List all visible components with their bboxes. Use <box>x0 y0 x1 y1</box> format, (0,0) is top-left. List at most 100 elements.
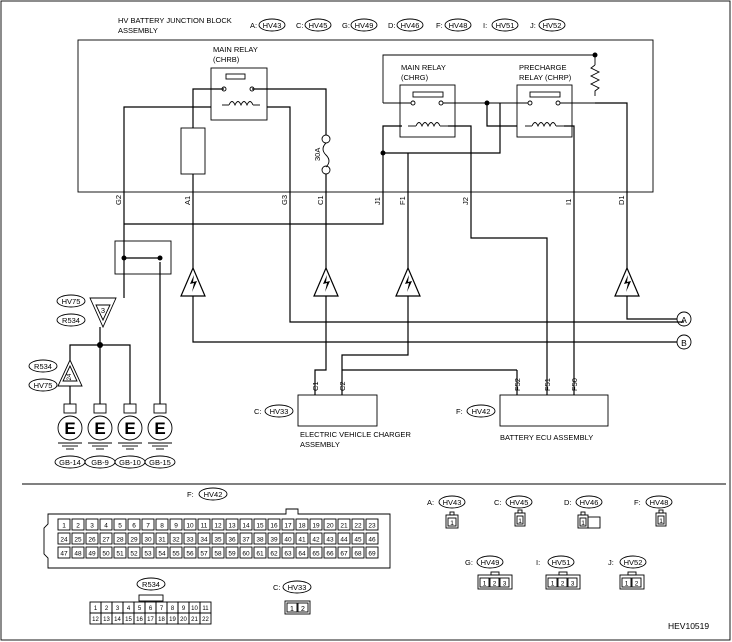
pin-d1: D1 <box>617 195 626 205</box>
svg-text:3: 3 <box>90 523 94 530</box>
svg-text:27: 27 <box>102 537 110 544</box>
f42-letter: F: <box>187 490 194 499</box>
svg-text:37: 37 <box>242 537 250 544</box>
svg-text:J:: J: <box>530 21 536 30</box>
hv-warning-icon <box>313 266 339 297</box>
block-title-line2: ASSEMBLY <box>118 26 158 35</box>
svg-text:E: E <box>64 419 75 438</box>
svg-text:40: 40 <box>284 537 292 544</box>
svg-text:J:: J: <box>608 558 614 567</box>
svg-text:67: 67 <box>340 551 348 558</box>
svg-text:R534: R534 <box>34 362 52 371</box>
svg-text:26: 26 <box>88 537 96 544</box>
chrp-coil <box>531 122 557 128</box>
svg-text:11: 11 <box>201 523 208 530</box>
svg-text:52: 52 <box>130 551 138 558</box>
ecu-conn-letter: F: <box>456 407 463 416</box>
svg-text:2: 2 <box>301 606 305 613</box>
svg-text:C:: C: <box>296 21 304 30</box>
svg-text:31: 31 <box>158 537 166 544</box>
svg-text:43: 43 <box>326 537 334 544</box>
chrp-label-2: RELAY (CHRP) <box>519 73 572 82</box>
charger-name-2: ASSEMBLY <box>300 440 340 449</box>
svg-text:18: 18 <box>298 523 306 530</box>
svg-text:E: E <box>124 419 135 438</box>
ecu-pin-f51: F51 <box>543 378 552 391</box>
svg-text:3: 3 <box>503 581 507 588</box>
svg-text:1: 1 <box>551 581 555 588</box>
svg-text:17: 17 <box>284 523 292 530</box>
svg-text:HV49: HV49 <box>481 558 500 567</box>
svg-text:G:: G: <box>342 21 350 30</box>
svg-text:48: 48 <box>74 551 82 558</box>
svg-text:58: 58 <box>214 551 222 558</box>
pin-i1: I1 <box>564 199 573 205</box>
fuse <box>322 142 330 168</box>
resistor-a1 <box>180 127 206 175</box>
hv-warning-icons <box>180 266 640 297</box>
svg-text:6: 6 <box>132 523 136 530</box>
pin-g3: G3 <box>280 195 289 205</box>
pin-a1: A1 <box>183 196 192 205</box>
hv-warning-icon <box>180 266 206 297</box>
chrg-coil <box>415 122 441 128</box>
svg-text:7: 7 <box>146 523 150 530</box>
svg-text:3: 3 <box>571 581 575 588</box>
svg-text:1: 1 <box>483 581 487 588</box>
ref-b: B <box>681 338 687 348</box>
svg-text:20: 20 <box>180 617 187 623</box>
svg-text:6: 6 <box>149 606 153 612</box>
svg-text:22: 22 <box>202 617 209 623</box>
svg-text:HV48: HV48 <box>449 21 468 30</box>
pin-c1: C1 <box>316 195 325 205</box>
svg-text:HV51: HV51 <box>552 558 571 567</box>
svg-text:66: 66 <box>326 551 334 558</box>
svg-text:62: 62 <box>270 551 278 558</box>
svg-text:E: E <box>154 419 165 438</box>
pin-g2: G2 <box>114 195 123 205</box>
fuse-terminal-top <box>321 134 331 144</box>
chrb-label-1: MAIN RELAY <box>213 45 258 54</box>
svg-text:20: 20 <box>326 523 334 530</box>
ground-connector-top: HV75 R534 3 <box>56 294 117 329</box>
block-connector-hv46: D:HV46 <box>388 18 424 32</box>
svg-text:A:: A: <box>427 498 434 507</box>
charger-pin-c2: C2 <box>338 381 347 391</box>
charger-pin-c1: C1 <box>311 381 320 391</box>
svg-text:1: 1 <box>290 606 294 613</box>
main-relay-chrb <box>210 67 268 121</box>
svg-text:I:: I: <box>536 558 540 567</box>
ecu-box <box>499 394 609 427</box>
svg-text:F:: F: <box>634 498 641 507</box>
chrg-label-2: (CHRG) <box>401 73 429 82</box>
svg-text:11: 11 <box>202 606 209 612</box>
svg-text:32: 32 <box>172 537 180 544</box>
svg-text:17: 17 <box>147 617 154 623</box>
svg-text:10: 10 <box>186 523 194 530</box>
ground-gb-15: EGB-15 <box>144 403 176 469</box>
svg-text:1: 1 <box>659 518 663 525</box>
pin-f1: F1 <box>398 196 407 205</box>
svg-text:8: 8 <box>160 523 164 530</box>
fuse-terminal-bottom <box>321 165 331 175</box>
svg-text:65: 65 <box>312 551 320 558</box>
precharge-relay-chrp <box>516 84 573 138</box>
chrb-label-2: (CHRB) <box>213 55 240 64</box>
svg-text:1: 1 <box>518 518 522 525</box>
svg-text:61: 61 <box>256 551 264 558</box>
svg-text:19: 19 <box>312 523 320 530</box>
block-connector-hv49: G:HV49 <box>342 18 378 32</box>
svg-text:44: 44 <box>340 537 348 544</box>
svg-text:60: 60 <box>242 551 250 558</box>
ref-a-circle <box>676 311 692 327</box>
svg-text:18: 18 <box>158 617 165 623</box>
svg-text:39: 39 <box>270 537 278 544</box>
svg-text:10: 10 <box>191 606 198 612</box>
svg-text:2: 2 <box>493 581 497 588</box>
